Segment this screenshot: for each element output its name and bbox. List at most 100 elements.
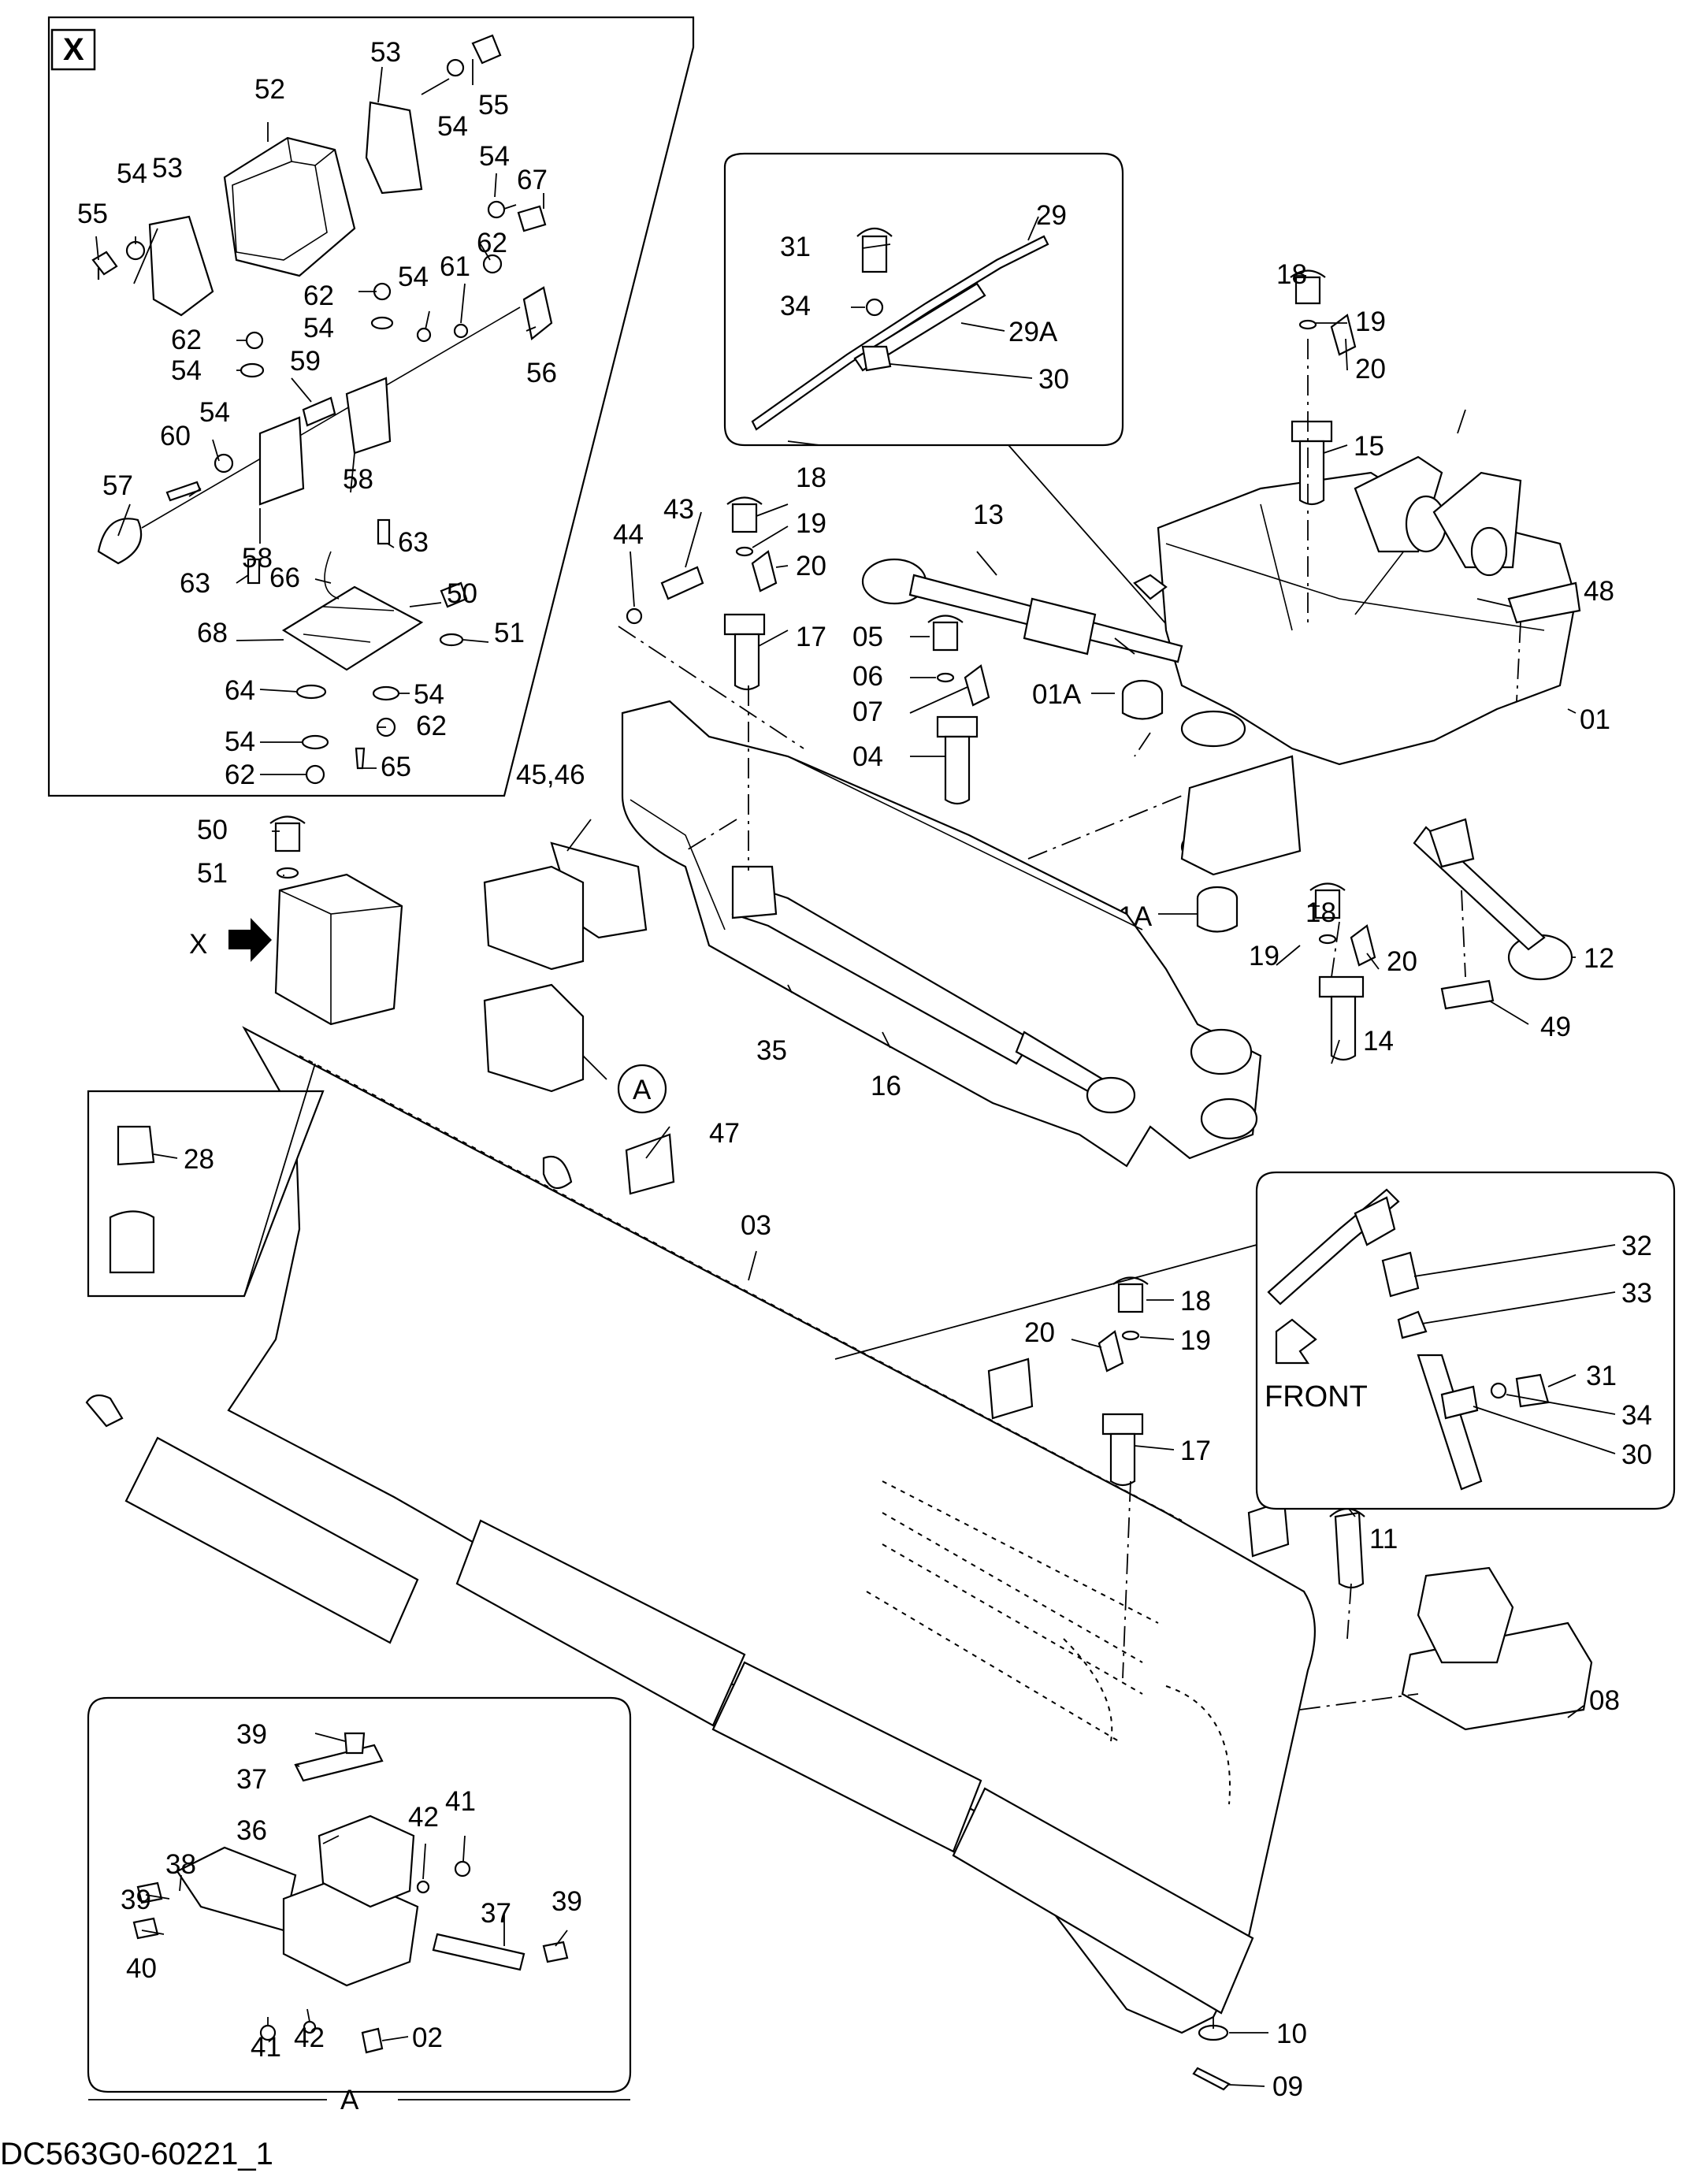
- callout-54-lower: 54: [199, 397, 230, 428]
- callout-29a: 29A: [1008, 317, 1058, 347]
- pin-part-17-lower: [1109, 1432, 1136, 1487]
- callout-55-top: 55: [478, 90, 509, 121]
- blade-hidden-lines: [299, 1055, 1231, 1805]
- washer-part-34-inset: [865, 298, 884, 317]
- callout-54-left: 54: [117, 158, 147, 189]
- plate-part-53-left: [148, 215, 214, 317]
- washer-part-34-front: [1490, 1382, 1507, 1399]
- frame-lug-right-hole: [1470, 526, 1508, 577]
- document-code: DC563G0-60221_1: [0, 2137, 273, 2171]
- callout-42-top: 42: [408, 1802, 439, 1833]
- grease-part-20-top: [1330, 314, 1357, 356]
- callout-03: 03: [741, 1210, 771, 1241]
- callout-39-top: 39: [236, 1719, 267, 1750]
- callout-54-left2: 54: [171, 355, 202, 386]
- callout-53-top: 53: [370, 37, 401, 68]
- pin-part-65: [355, 747, 366, 770]
- callout-20-top: 20: [1355, 354, 1386, 384]
- callout-32: 32: [1621, 1231, 1652, 1261]
- blade-centerlines: [1122, 1480, 1419, 2029]
- detail-a-leaders: [141, 1733, 568, 2041]
- washer-part-54-e: [240, 362, 265, 378]
- sensor-part-28: [117, 1125, 155, 1166]
- bolt-part-50-inset: [440, 581, 468, 608]
- push-arm-part-35: [621, 700, 1262, 1168]
- fitting-front: [1354, 1196, 1396, 1246]
- cutting-edge-right: [952, 1787, 1254, 2015]
- callout-41-bottom: 41: [251, 2032, 281, 2063]
- cylinder-eye-part-16: [1086, 1076, 1136, 1114]
- callout-16: 16: [871, 1071, 901, 1101]
- callout-19-top: 19: [1355, 306, 1386, 337]
- switch-plate-detail: [303, 606, 395, 643]
- callout-60: 60: [160, 421, 191, 451]
- washer-part-51: [276, 867, 299, 879]
- cover-part-52: [223, 136, 356, 277]
- callout-45-46: 45,46: [516, 760, 585, 790]
- bracket-part-58-a: [258, 416, 305, 506]
- fitting-part-32: [1381, 1251, 1420, 1298]
- callout-17-upper: 17: [796, 622, 826, 652]
- callout-18-lower: 18: [1180, 1286, 1211, 1317]
- hose-inset-leaders: [851, 216, 1039, 379]
- switch-box-detail: [279, 890, 403, 1024]
- plate-part-53-right: [365, 101, 423, 195]
- bolt-part-43: [660, 566, 704, 600]
- blade-lug: [542, 1156, 573, 1190]
- bolt-edge: [85, 1394, 124, 1428]
- callout-61: 61: [440, 251, 470, 282]
- bushing-part-01a-upper-body: [1121, 693, 1164, 720]
- bolt-part-18-right: [1309, 882, 1346, 919]
- callout-30-inset: 30: [1038, 364, 1069, 395]
- arm-eye-part-12: [1507, 934, 1573, 981]
- callout-14: 14: [1363, 1026, 1394, 1057]
- washer-part-42-top: [416, 1880, 430, 1894]
- callout-59: 59: [290, 346, 321, 377]
- bracket-part-08-upper: [1417, 1566, 1514, 1664]
- hose-front-lower: [1417, 1354, 1483, 1491]
- callout-54-mid: 54: [398, 262, 429, 292]
- blade-assembly: X A 50 51 47 03 18 19 20: [85, 815, 1620, 2102]
- clamp-part-33: [1397, 1310, 1428, 1339]
- detail-a-inset: 39 37 36 38 39 40 42 41 37 39 41 42 02 A: [87, 1696, 632, 2115]
- arm-part-13-sleeve: [1023, 597, 1097, 656]
- washer-part-06: [936, 672, 955, 683]
- callout-29: 29: [1036, 200, 1067, 231]
- bolt-part-40: [132, 1917, 159, 1940]
- callout-17-lower: 17: [1180, 1436, 1211, 1466]
- washer-part-19-top: [1298, 319, 1317, 330]
- cylinder-clevis: [731, 865, 778, 919]
- arm-part-12-sleeve: [1428, 818, 1475, 868]
- frame-leaders: [976, 409, 1577, 1064]
- front-inset-leaders: [1413, 1244, 1616, 1454]
- bracket-part-58-b: [345, 377, 392, 455]
- callout-15: 15: [1354, 431, 1384, 462]
- frame-tab: [1133, 574, 1168, 600]
- callout-54-bottom: 54: [225, 726, 255, 757]
- callout-62-right-low: 62: [416, 711, 447, 741]
- callout-35: 35: [756, 1035, 787, 1066]
- callout-50: 50: [197, 815, 228, 845]
- callout-38: 38: [165, 1849, 196, 1880]
- cap-part-48: [1507, 581, 1581, 624]
- grease-part-02: [361, 2027, 384, 2054]
- callout-64: 64: [225, 675, 255, 706]
- detail-x-leaders: [95, 59, 544, 775]
- callout-39-left: 39: [121, 1885, 151, 1915]
- push-arm-part-35-detail: [630, 756, 1143, 930]
- clamp-part-30-front: [1440, 1385, 1479, 1420]
- washer-part-54-g: [214, 453, 234, 474]
- main-frame-assembly: 18 19 20 15 13 48 01 01A 01A 18 19 20 12…: [852, 259, 1614, 1064]
- front-inset-pointer: [834, 1244, 1257, 1360]
- callout-31-front: 31: [1586, 1361, 1617, 1391]
- callout-49: 49: [1540, 1012, 1571, 1042]
- pin-part-09: [1192, 2067, 1231, 2091]
- spring-part-66: [324, 551, 340, 600]
- sensor-socket: [109, 1210, 155, 1274]
- spacer-part-59: [302, 396, 336, 427]
- pin-part-15: [1298, 440, 1325, 506]
- pin-part-04: [944, 735, 971, 805]
- callout-62-left: 62: [171, 325, 202, 355]
- washer-part-54-left: [125, 240, 146, 261]
